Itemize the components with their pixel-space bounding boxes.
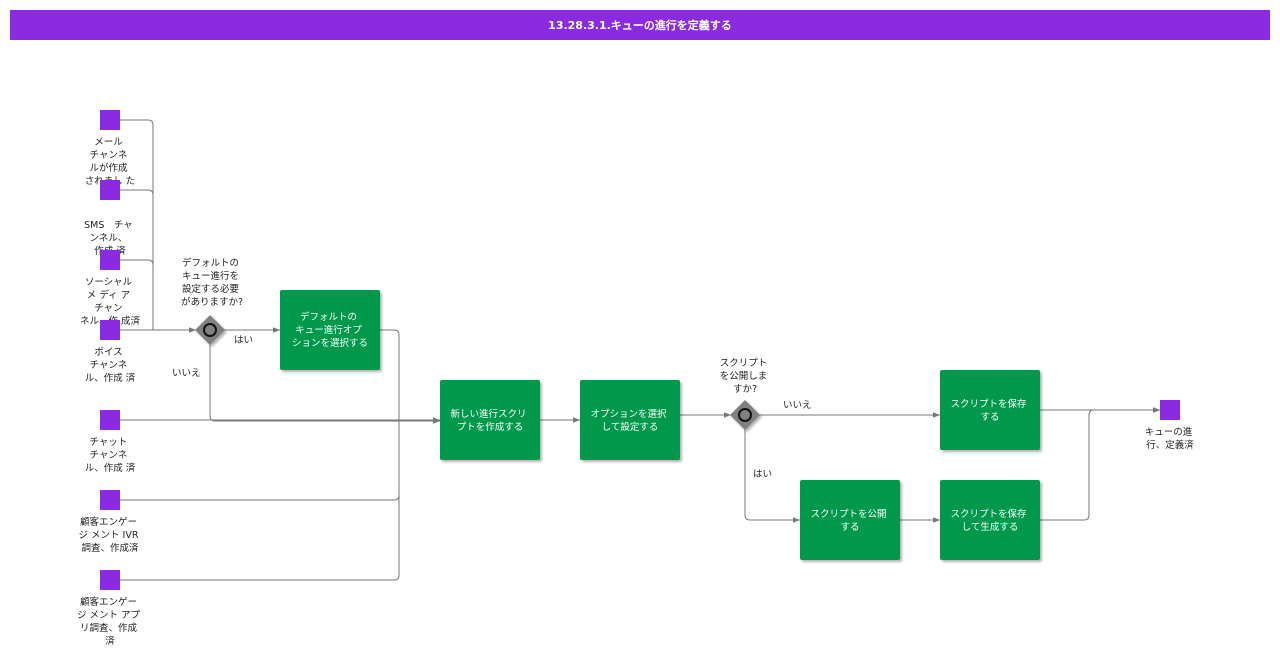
- start-event-mail-label: メール チャンネ ルが作成 されまし た: [85, 137, 136, 187]
- start-event-voice[interactable]: [100, 320, 120, 340]
- gateway2-question: スクリプト を公開しま すか?: [720, 358, 771, 395]
- task-publish-script-label: スクリプトを公開 する: [810, 509, 889, 533]
- gateway-publish-script[interactable]: スクリプト を公開しま すか? いいえ はい: [720, 358, 812, 480]
- task-save-and-generate-script[interactable]: スクリプトを保存 して生成する: [940, 480, 1040, 560]
- gateway1-no-label: いいえ: [172, 368, 201, 379]
- gateway1-question: デフォルトの キュー進行を 設定する必要 がありますか?: [181, 257, 243, 308]
- page-title: 13.28.3.1.キューの進行を定義する: [10, 10, 1270, 40]
- end-event-label: キューの進 行、定義済: [1145, 426, 1196, 451]
- flow-ivr-to-new: [120, 421, 400, 501]
- task-save-script[interactable]: スクリプトを保存 する: [940, 370, 1040, 450]
- start-event-sms[interactable]: [100, 180, 120, 200]
- start-event-social[interactable]: [100, 250, 120, 270]
- flow-social-to-gateway: [120, 259, 154, 330]
- flow-sms-to-gateway: [120, 189, 154, 330]
- gateway1-yes-label: はい: [234, 335, 253, 346]
- start-events: メール チャンネ ルが作成 されまし た SMS チャ ンネル、 作成 済 ソー…: [77, 110, 143, 647]
- flow-mail-to-gateway: [120, 119, 154, 330]
- task-publish-script[interactable]: スクリプトを公開 する: [800, 480, 900, 560]
- start-event-mail[interactable]: [100, 110, 120, 130]
- start-event-chat-label: チャット チャンネ ル、作成 済: [85, 437, 136, 474]
- task-select-and-set-options[interactable]: オプションを選択 して設定する: [580, 380, 680, 460]
- start-event-chat[interactable]: [100, 410, 120, 430]
- start-event-voice-label: ボイス チャンネ ル、作成 済: [85, 347, 136, 384]
- gateway2-ring-icon: [738, 408, 752, 422]
- gateway1-ring-icon: [203, 323, 217, 337]
- start-event-ivr-label: 顧客エンゲー ジ メント IVR 調査、作成済: [79, 516, 142, 554]
- gateway2-yes-label: はい: [753, 469, 772, 480]
- start-event-app-label: 顧客エンゲー ジ メント アプ リ調査、作成 済: [77, 596, 143, 647]
- gateway2-no-label: いいえ: [783, 400, 812, 411]
- task-select-default-option-label: デフォルトの キュー進行オプ ションを選択する: [292, 311, 368, 349]
- gateway-default-progression[interactable]: デフォルトの キュー進行を 設定する必要 がありますか? はい いいえ: [172, 257, 253, 379]
- task-save-and-generate-script-label: スクリプトを保存 して生成する: [950, 508, 1029, 533]
- flow-app-to-new: [120, 421, 400, 581]
- flow-default-to-new: [380, 329, 400, 421]
- task-create-new-script-label: 新しい進行スクリ プトを作成する: [450, 408, 529, 433]
- gateway2-diamond[interactable]: [730, 400, 760, 430]
- gateway1-diamond[interactable]: [195, 315, 225, 345]
- flow-gateway2-yes: [744, 429, 800, 523]
- flow-savegen-to-end: [1040, 407, 1160, 521]
- task-create-new-script[interactable]: 新しい進行スクリ プトを作成する: [440, 380, 540, 460]
- start-event-ivr[interactable]: [100, 490, 120, 510]
- end-event-queue-defined[interactable]: キューの進 行、定義済: [1145, 400, 1196, 451]
- connectors: [120, 119, 1160, 581]
- task-select-default-option[interactable]: デフォルトの キュー進行オプ ションを選択する: [280, 290, 380, 370]
- task-save-script-label: スクリプトを保存 する: [950, 398, 1029, 423]
- start-event-app[interactable]: [100, 570, 120, 590]
- end-event-square[interactable]: [1160, 400, 1180, 420]
- start-event-social-label: ソーシャル メ ディ ア チャン ネル、作 成済: [80, 277, 141, 327]
- task-select-and-set-options-label: オプションを選択 して設定する: [590, 408, 669, 433]
